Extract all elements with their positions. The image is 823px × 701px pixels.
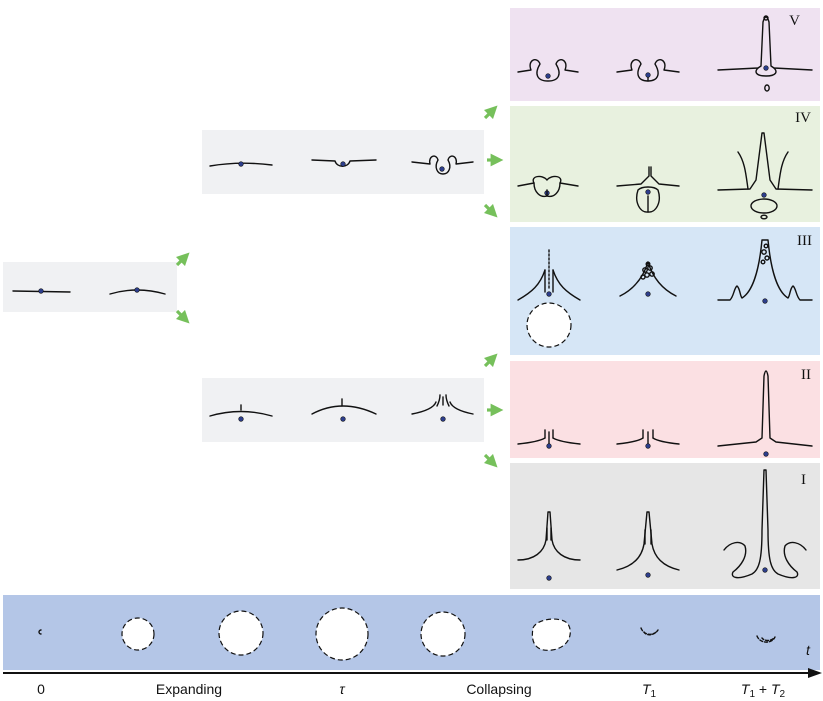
lower-snapshot-3 [411, 394, 474, 422]
arrow-lower-to-III [483, 353, 498, 368]
regime-label-IV: IV [795, 110, 811, 126]
regime-III-snapshot-1 [517, 249, 581, 348]
arrow-lower-to-I [483, 453, 498, 468]
initial-snapshot-1 [12, 288, 71, 294]
regime-I-snapshot-3 [723, 469, 807, 579]
arrow-upper-to-V [483, 105, 498, 120]
regime-V-snapshot-1 [517, 59, 579, 82]
regime-label-I: I [801, 472, 806, 488]
time-label-zero: 0 [37, 681, 45, 697]
timeline-bubble-expanding-2 [218, 610, 264, 656]
arrow-initial-to-upper [175, 252, 190, 267]
initial-snapshot-2 [109, 287, 166, 295]
lower-snapshot-1 [209, 404, 273, 422]
timeline-bubble-tau [315, 607, 369, 661]
upper-snapshot-3 [411, 155, 474, 175]
timeline-bubble-collapsing-1 [420, 611, 466, 657]
regime-I-snapshot-1 [517, 511, 581, 581]
time-label-tau: τ [339, 681, 345, 697]
regime-label-II: II [801, 367, 811, 383]
timeline-bubble-t0 [38, 629, 42, 635]
timeline-bubble-T1 [640, 627, 659, 636]
timeline-bubble-T1T2 [756, 635, 776, 643]
arrow-initial-to-lower [175, 309, 190, 324]
regime-V-snapshot-2 [616, 59, 680, 82]
regime-II-snapshot-2 [616, 429, 680, 449]
regime-II-snapshot-3 [717, 370, 813, 457]
regime-IV-snapshot-3 [717, 132, 813, 220]
timeline-bubble-collapsing-2 [531, 618, 571, 651]
time-label-T1: T1 [642, 681, 657, 700]
time-label-collapsing: Collapsing [466, 681, 531, 697]
lower-branch-panel [202, 378, 484, 442]
initial-stage-panel [3, 262, 177, 312]
regime-V-panel [510, 8, 820, 101]
regime-II-panel [510, 361, 820, 458]
lower-snapshot-2 [311, 398, 377, 422]
regime-V-snapshot-3 [717, 15, 813, 92]
arrow-upper-to-III [483, 203, 498, 218]
regime-III-snapshot-2 [619, 261, 677, 297]
upper-snapshot-2 [311, 159, 377, 167]
regime-II-snapshot-1 [517, 429, 581, 449]
time-axis-symbol: t [806, 642, 811, 658]
time-label-expanding: Expanding [156, 681, 222, 697]
time-axis-arrowhead [808, 668, 822, 678]
upper-snapshot-1 [209, 161, 273, 167]
time-label-T1-plus-T2: T1 + T2 [741, 681, 786, 700]
regime-III-snapshot-3 [717, 239, 813, 304]
timeline-bubble-expanding-1 [121, 617, 155, 651]
regime-label-III: III [797, 233, 812, 249]
regime-label-V: V [789, 13, 800, 29]
regime-IV-snapshot-2 [616, 166, 680, 213]
regime-I-snapshot-2 [616, 511, 680, 578]
regime-IV-snapshot-1 [517, 175, 579, 198]
regime-IV-panel [510, 106, 820, 222]
